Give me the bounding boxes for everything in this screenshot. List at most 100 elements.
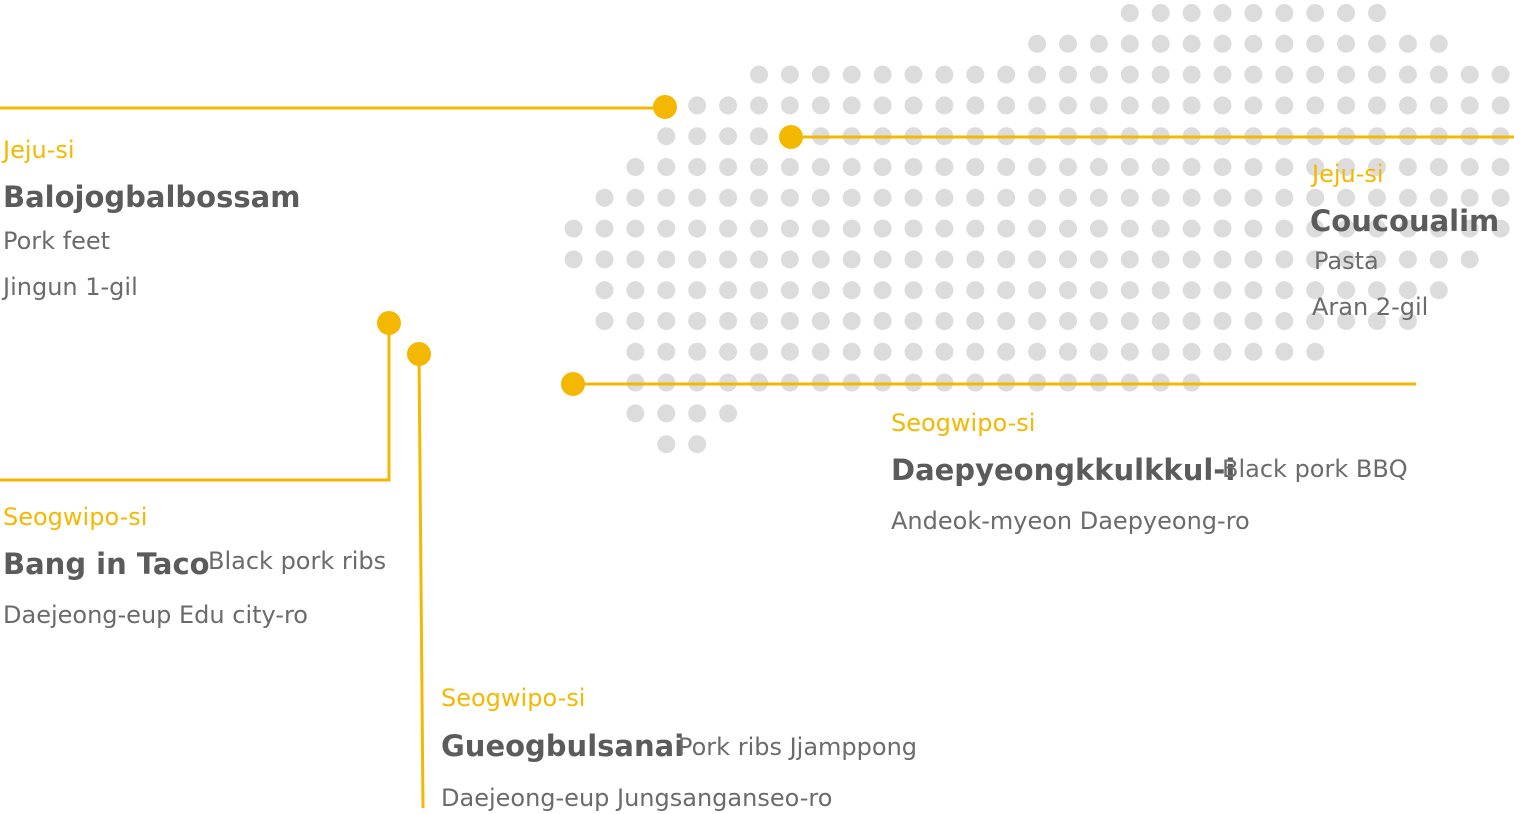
region-label-gueogbulsanai: Seogwipo-si [441,684,586,712]
map-dot [842,65,861,84]
map-dot [935,250,954,269]
map-dot [842,219,861,238]
map-dot [1491,65,1510,84]
restaurant-name-bang-in-taco: Bang in Taco [3,547,210,581]
map-dot [1028,281,1047,300]
map-dot [1460,158,1479,176]
map-dot [1275,158,1294,176]
map-dot [1244,158,1263,176]
map-dot [1059,96,1077,115]
map-dot [997,219,1016,238]
map-dot [750,250,768,269]
map-dot [626,312,645,330]
marker-gueogbulsanai[interactable] [407,342,431,366]
map-dot [935,312,954,330]
map-dot [626,219,645,238]
map-dot [1089,250,1108,269]
map-dot [1151,219,1170,238]
map-dot [997,158,1016,176]
map-dot [1182,65,1201,84]
map-dot [1275,219,1294,238]
map-dot [1244,4,1263,22]
map-dot [657,342,676,361]
map-dot [873,342,892,361]
map-dot [1275,96,1294,115]
map-dot [1337,158,1356,176]
map-dot [997,312,1016,330]
map-dot [1089,281,1108,300]
map-dot [1275,188,1294,207]
map-dot [1028,219,1047,238]
map-dot [657,404,676,423]
map-dot [1306,4,1325,22]
leader-lines [0,106,1514,809]
map-dot [1182,250,1201,269]
map-dot [873,250,892,269]
map-dot [873,188,892,207]
map-dot [1120,250,1139,269]
map-dot [1028,96,1047,115]
map-dot [780,342,799,361]
map-dot [1151,65,1170,84]
map-dot [657,188,676,207]
map-dot [873,65,892,84]
map-dot [935,65,954,84]
map-dot [1460,96,1479,115]
map-dot [1337,34,1356,53]
map-dot [1089,219,1108,238]
restaurant-name-daepyeongkkulkkul-i: Daepyeongkkulkkul-i [891,453,1236,487]
marker-daepyeongkkulkkul-i[interactable] [561,372,585,396]
map-dot [1213,312,1232,330]
map-dot [1491,158,1510,176]
map-dot [1089,65,1108,84]
map-dot [1429,158,1448,176]
map-dot [1182,281,1201,300]
map-dot [904,65,923,84]
map-dot [1059,158,1077,176]
leader-line-gueogbulsanai [417,353,425,809]
map-dot [688,312,707,330]
map-dot [688,435,707,454]
map-dot [873,158,892,176]
map-dot [1244,281,1263,300]
map-dot [688,342,707,361]
map-dot [1306,250,1325,269]
map-dot [719,127,738,146]
map-dot [1337,65,1356,84]
map-dot [1398,65,1417,84]
map-dot [1244,96,1263,115]
marker-coucoualim[interactable] [779,125,803,149]
address-label-gueogbulsanai: Daejeong-eup Jungsanganseo-ro [441,784,833,812]
map-dot [873,281,892,300]
map-dot [1213,219,1232,238]
map-dot [1306,219,1325,238]
map-dot [1398,158,1417,176]
map-dot [842,158,861,176]
marker-bang-in-taco[interactable] [377,311,401,335]
region-label-balojogbalbossam: Jeju-si [3,136,75,164]
map-dot [1120,312,1139,330]
map-dot [1306,34,1325,53]
map-dot [1028,250,1047,269]
map-dot [842,96,861,115]
map-dot [1089,312,1108,330]
map-dot [811,250,830,269]
map-dot [1306,158,1325,176]
map-dot [1213,342,1232,361]
marker-balojogbalbossam[interactable] [653,95,677,119]
map-dot [1151,158,1170,176]
map-dot [997,342,1016,361]
map-dot [750,342,768,361]
map-dot [595,281,614,300]
map-dot [1368,65,1386,84]
map-dot [719,188,738,207]
map-dot [1398,219,1417,238]
map-dot [595,312,614,330]
map-dot [1213,96,1232,115]
map-dot [780,219,799,238]
map-dot [1151,312,1170,330]
map-dot [1306,281,1325,300]
map-dot [780,312,799,330]
